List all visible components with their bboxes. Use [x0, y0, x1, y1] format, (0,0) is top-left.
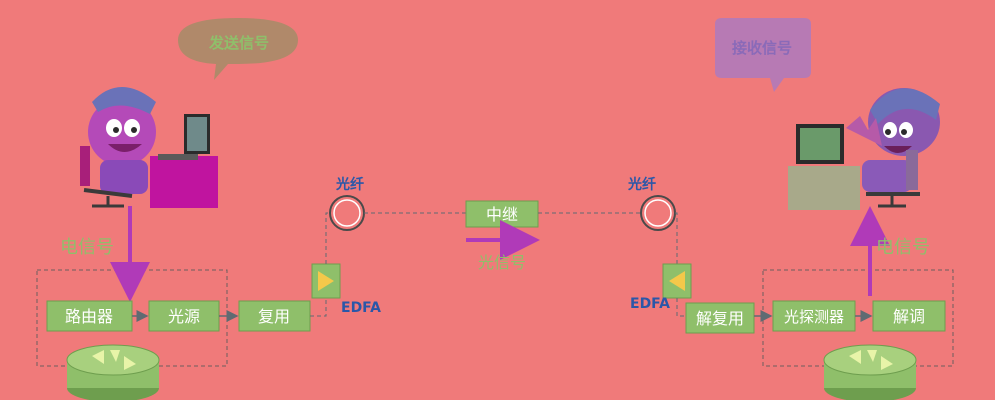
left-speech-bubble: 发送信号 [178, 18, 298, 80]
block-demodulator-label: 解调 [893, 307, 925, 326]
left-bubble-text: 发送信号 [208, 34, 269, 52]
left-electrical-label: 电信号 [60, 237, 114, 258]
router-icon [66, 344, 160, 400]
optical-signal-label: 光信号 [478, 253, 526, 272]
line-mux-to-edfa [310, 298, 327, 317]
block-router: 路由器 [46, 300, 133, 332]
right-person-at-computer-icon [788, 88, 940, 210]
block-light-source-label: 光源 [168, 307, 200, 326]
right-speech-bubble: 接收信号 [715, 18, 811, 92]
right-edfa-amplifier-icon [662, 263, 692, 299]
right-fiber-label: 光纤 [627, 176, 656, 193]
block-demultiplexer-label: 解复用 [696, 309, 744, 328]
block-relay-label: 中继 [486, 205, 518, 224]
block-light-source: 光源 [148, 300, 220, 332]
block-multiplexer: 复用 [238, 300, 311, 332]
left-person-at-computer-icon [80, 87, 218, 208]
block-relay: 中继 [465, 200, 539, 228]
right-edfa-label: EDFA [630, 296, 670, 312]
block-multiplexer-label: 复用 [258, 307, 290, 326]
block-photodetector-label: 光探测器 [784, 308, 844, 326]
right-fiber-coil-icon [640, 195, 676, 231]
line-edfa-to-demux [676, 298, 686, 317]
line-fiber-to-right-edfa [675, 212, 678, 264]
left-edfa-label: EDFA [341, 300, 381, 316]
line-edfa-to-fiber [325, 212, 330, 264]
right-electrical-label: 电信号 [876, 237, 930, 258]
right-bubble-text: 接收信号 [732, 39, 792, 57]
left-edfa-amplifier-icon [311, 263, 341, 299]
left-fiber-coil-icon [329, 195, 365, 231]
left-fiber-label: 光纤 [335, 176, 364, 193]
router-icon [823, 344, 917, 400]
block-demultiplexer: 解复用 [685, 302, 755, 334]
block-demodulator: 解调 [872, 300, 946, 332]
block-photodetector: 光探测器 [772, 300, 856, 332]
block-router-label: 路由器 [65, 307, 113, 326]
